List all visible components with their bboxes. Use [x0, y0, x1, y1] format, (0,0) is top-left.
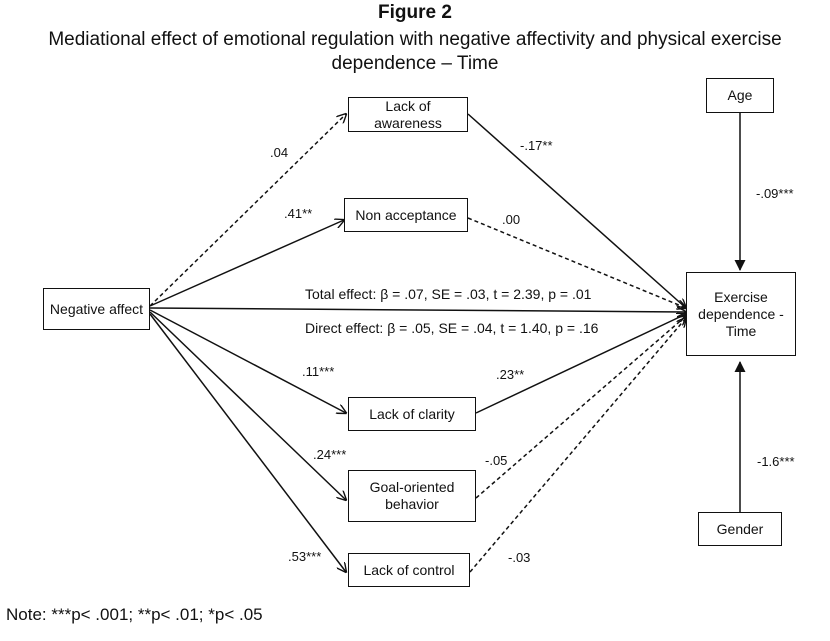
total-effect-label: Total effect: β = .07, SE = .03, t = 2.3… — [305, 286, 592, 302]
node-lack-of-control-label: Lack of control — [363, 561, 455, 578]
path-na-awareness — [149, 114, 346, 307]
node-gender: Gender — [698, 512, 782, 546]
coef-na-awareness: .04 — [270, 145, 289, 160]
coef-awareness-ed: -.17** — [520, 138, 553, 153]
coef-goal-ed: -.05 — [485, 453, 508, 468]
node-lack-of-control: Lack of control — [348, 553, 470, 587]
coef-na-clarity: .11*** — [302, 364, 335, 379]
node-lack-of-awareness: Lack of awareness — [348, 97, 468, 132]
node-lack-of-awareness-label: Lack of awareness — [374, 97, 442, 131]
coef-na-nonacceptance: .41** — [284, 206, 313, 221]
path-awareness-ed — [467, 113, 686, 308]
node-exercise-dependence: Exercise dependence - Time — [686, 272, 796, 356]
path-na-control — [149, 313, 346, 572]
significance-note: Note: ***p< .001; **p< .01; *p< .05 — [6, 605, 263, 624]
path-clarity-ed — [475, 314, 686, 414]
node-non-acceptance: Non acceptance — [344, 198, 468, 232]
coef-na-goal: .24*** — [313, 447, 347, 462]
path-nonacceptance-ed — [467, 217, 686, 308]
node-age-label: Age — [727, 87, 753, 103]
figure-title: Figure 2 — [378, 2, 452, 23]
path-na-nonacceptance — [149, 220, 344, 307]
node-goal-oriented-label: Goal-oriented behavior — [369, 479, 455, 512]
node-lack-of-clarity: Lack of clarity — [348, 397, 476, 431]
node-goal-oriented: Goal-oriented behavior — [348, 470, 476, 522]
coef-gender-ed: -1.6*** — [757, 454, 795, 469]
path-goal-ed — [475, 316, 686, 499]
node-lack-of-clarity-label: Lack of clarity — [369, 405, 455, 422]
coef-nonacceptance-ed: .00 — [502, 212, 521, 227]
node-non-acceptance-label: Non acceptance — [355, 206, 457, 223]
node-age: Age — [706, 78, 774, 113]
path-na-clarity — [149, 309, 346, 413]
coef-control-ed: -.03 — [508, 550, 531, 565]
figure-subtitle: Mediational effect of emotional regulati… — [48, 29, 782, 74]
coef-na-control: .53*** — [288, 549, 322, 564]
path-direct — [149, 308, 686, 312]
node-negative-affect: Negative affect — [43, 288, 150, 330]
path-na-goal — [149, 311, 346, 500]
coef-age-ed: -.09*** — [756, 186, 794, 201]
node-exercise-dependence-label: Exercise dependence - Time — [698, 288, 784, 339]
coef-clarity-ed: .23** — [496, 367, 525, 382]
node-gender-label: Gender — [716, 520, 764, 537]
path-control-ed — [469, 318, 686, 573]
direct-effect-label: Direct effect: β = .05, SE = .04, t = 1.… — [305, 320, 599, 336]
node-negative-affect-label: Negative affect — [49, 300, 144, 317]
